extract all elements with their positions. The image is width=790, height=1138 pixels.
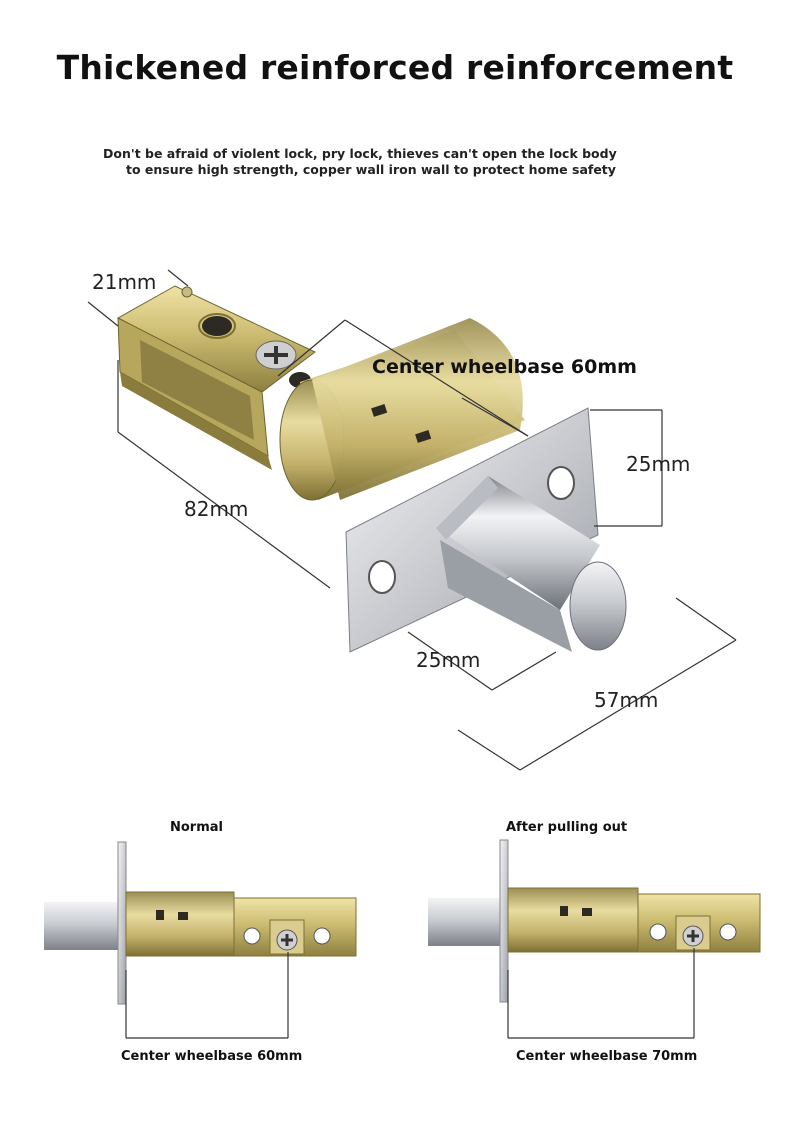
subtitle-line-2: to ensure high strength, copper wall iro… (126, 162, 616, 177)
dim-length: 82mm (184, 497, 249, 521)
rear-bracket (116, 285, 316, 470)
footer-wheelbase-70: Center wheelbase 70mm (516, 1049, 698, 1064)
latch-extended (428, 839, 761, 1039)
dim-plate-height: 25mm (626, 452, 691, 476)
cylinder-body (279, 318, 525, 501)
subtitle-line-1: Don't be afraid of violent lock, pry loc… (103, 146, 617, 161)
caption-after-pulling: After pulling out (506, 820, 628, 835)
page-title: Thickened reinforced reinforcement (56, 48, 734, 87)
dim-top-width: 21mm (92, 270, 157, 294)
dim-depth: 57mm (594, 688, 659, 712)
deadbolt (436, 476, 627, 652)
dimension-lines (87, 269, 737, 771)
dim-bolt-length: 25mm (416, 648, 481, 672)
footer-wheelbase-60: Center wheelbase 60mm (121, 1049, 303, 1064)
screw-icon (255, 340, 297, 370)
latch-normal (44, 841, 357, 1039)
caption-normal: Normal (170, 820, 223, 835)
dim-center-wheelbase: Center wheelbase 60mm (372, 356, 637, 378)
